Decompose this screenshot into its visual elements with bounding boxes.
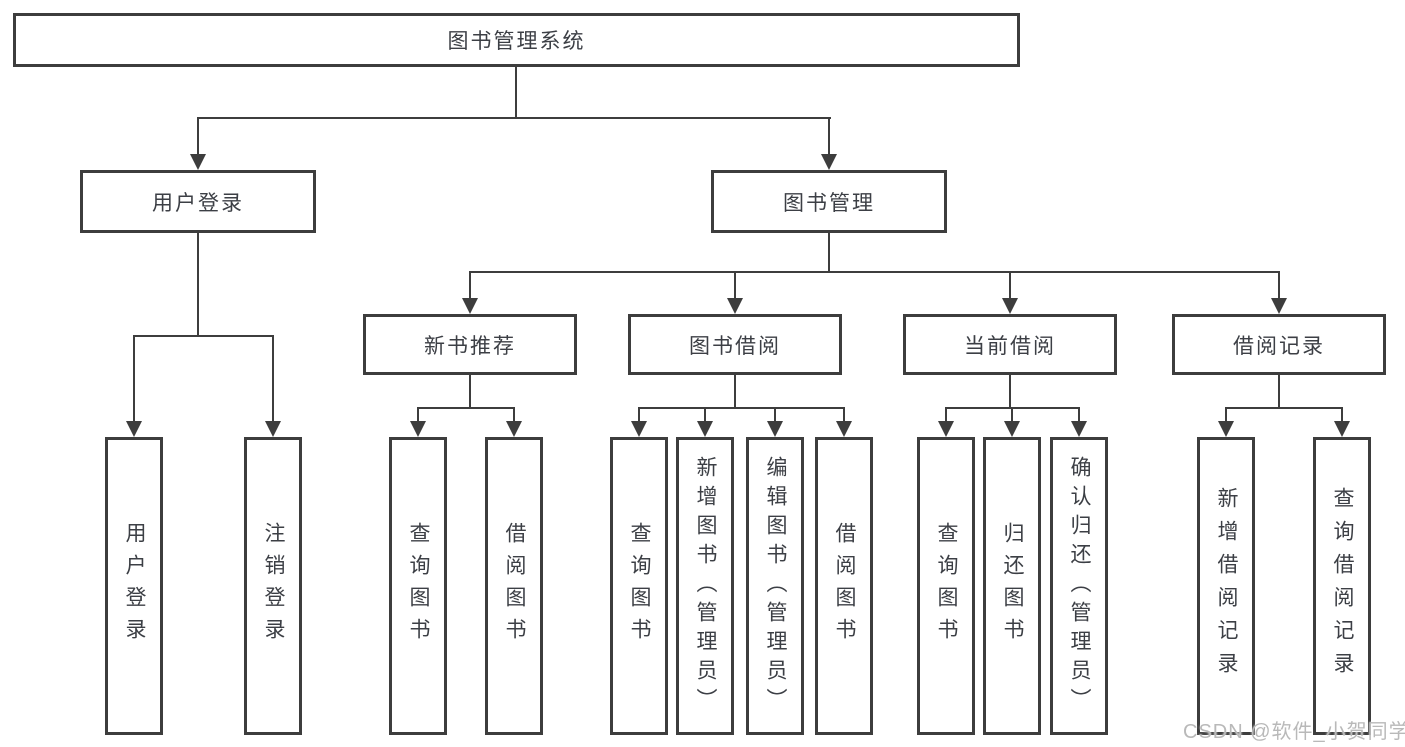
arrowhead-down-icon	[1218, 421, 1234, 437]
connector-line	[638, 407, 640, 423]
connector-line	[828, 117, 830, 156]
connector-line	[197, 233, 199, 336]
connector-line	[1341, 407, 1343, 423]
connector-line	[774, 407, 776, 423]
leaf-query-books-current: 查询图书	[917, 437, 975, 735]
connector-line	[197, 117, 199, 156]
connector-line	[704, 407, 706, 423]
arrowhead-down-icon	[1334, 421, 1350, 437]
arrowhead-down-icon	[938, 421, 954, 437]
leaf-label: 编辑图书（管理员）	[764, 455, 788, 717]
arrowhead-down-icon	[767, 421, 783, 437]
arrowhead-down-icon	[631, 421, 647, 437]
leaf-label: 查询借阅记录	[1331, 487, 1355, 685]
leaf-query-borrow-record: 查询借阅记录	[1313, 437, 1371, 735]
leaf-user-login: 用户登录	[105, 437, 163, 735]
connector-line	[843, 407, 845, 423]
connector-line	[945, 407, 1080, 409]
connector-line	[1009, 375, 1011, 409]
node-book-borrowing: 图书借阅	[628, 314, 842, 375]
leaf-edit-book-admin: 编辑图书（管理员）	[746, 437, 804, 735]
leaf-label: 新增图书（管理员）	[694, 455, 718, 717]
arrowhead-down-icon	[1071, 421, 1087, 437]
node-label: 图书管理系统	[447, 30, 586, 53]
node-user-login: 用户登录	[80, 170, 316, 233]
connector-line	[515, 66, 517, 118]
connector-line	[828, 233, 830, 273]
node-label: 当前借阅	[964, 334, 1056, 358]
leaf-query-books-recommend: 查询图书	[389, 437, 447, 735]
arrowhead-down-icon	[727, 298, 743, 314]
leaf-return-books: 归还图书	[983, 437, 1041, 735]
connector-line	[417, 407, 419, 423]
leaf-logout: 注销登录	[244, 437, 302, 735]
node-borrowing-records: 借阅记录	[1172, 314, 1386, 375]
leaf-label: 查询图书	[407, 522, 431, 650]
arrowhead-down-icon	[265, 421, 281, 437]
arrowhead-down-icon	[1004, 421, 1020, 437]
leaf-label: 新增借阅记录	[1215, 487, 1239, 685]
node-label: 用户登录	[152, 191, 244, 215]
connector-line	[469, 271, 1280, 273]
watermark: CSDN @软件_小贺同学	[1183, 721, 1405, 743]
connector-line	[734, 375, 736, 409]
arrowhead-down-icon	[410, 421, 426, 437]
leaf-add-borrow-record: 新增借阅记录	[1197, 437, 1255, 735]
connector-line	[1278, 375, 1280, 409]
connector-line	[1278, 271, 1280, 300]
arrowhead-down-icon	[697, 421, 713, 437]
leaf-add-book-admin: 新增图书（管理员）	[676, 437, 734, 735]
leaf-confirm-return-admin: 确认归还（管理员）	[1050, 437, 1108, 735]
connector-line	[469, 271, 471, 300]
arrowhead-down-icon	[506, 421, 522, 437]
connector-line	[945, 407, 947, 423]
arrowhead-down-icon	[126, 421, 142, 437]
connector-line	[1078, 407, 1080, 423]
connector-line	[734, 271, 736, 300]
leaf-label: 用户登录	[123, 522, 147, 650]
leaf-label: 借阅图书	[833, 522, 857, 650]
leaf-borrow-books-recommend: 借阅图书	[485, 437, 543, 735]
leaf-label: 查询图书	[628, 522, 652, 650]
node-current-borrowing: 当前借阅	[903, 314, 1117, 375]
node-label: 图书管理	[783, 191, 875, 215]
arrowhead-down-icon	[1271, 298, 1287, 314]
leaf-query-books-borrowing: 查询图书	[610, 437, 668, 735]
arrowhead-down-icon	[1002, 298, 1018, 314]
leaf-label: 归还图书	[1001, 522, 1025, 650]
arrowhead-down-icon	[821, 154, 837, 170]
node-label: 图书借阅	[689, 334, 781, 358]
connector-line	[133, 335, 274, 337]
arrowhead-down-icon	[190, 154, 206, 170]
connector-line	[469, 375, 471, 409]
connector-line	[1009, 271, 1011, 300]
connector-line	[133, 335, 135, 423]
leaf-label: 确认归还（管理员）	[1068, 455, 1092, 717]
connector-line	[272, 335, 274, 423]
connector-line	[1225, 407, 1343, 409]
connector-line	[1225, 407, 1227, 423]
connector-line	[513, 407, 515, 423]
leaf-borrow-books-borrowing: 借阅图书	[815, 437, 873, 735]
node-label: 新书推荐	[424, 334, 516, 358]
leaf-label: 查询图书	[935, 522, 959, 650]
node-library-management-system: 图书管理系统	[13, 13, 1020, 67]
node-book-management: 图书管理	[711, 170, 947, 233]
connector-line	[417, 407, 515, 409]
arrowhead-down-icon	[836, 421, 852, 437]
node-new-book-recommendation: 新书推荐	[363, 314, 577, 375]
leaf-label: 借阅图书	[503, 522, 527, 650]
arrowhead-down-icon	[462, 298, 478, 314]
node-label: 借阅记录	[1233, 334, 1325, 358]
connector-line	[197, 117, 831, 119]
connector-line	[1011, 407, 1013, 423]
connector-line	[638, 407, 845, 409]
leaf-label: 注销登录	[262, 522, 286, 650]
